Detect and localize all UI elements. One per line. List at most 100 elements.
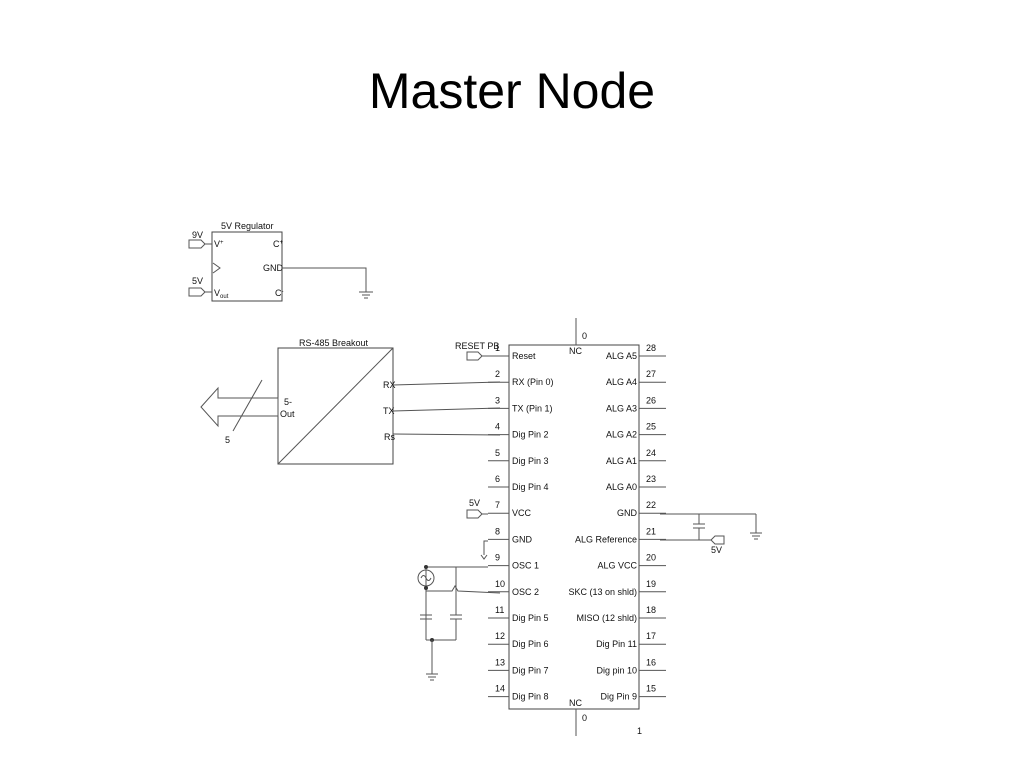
pin-name: ALG A0 xyxy=(606,482,637,492)
regulator-pin-vout: Vout xyxy=(214,288,229,300)
regulator-pin-gnd: GND xyxy=(263,263,284,273)
wire-rs xyxy=(392,433,501,436)
pin-name: SKC (13 on shld) xyxy=(568,587,637,597)
aref-supply-label: 5V xyxy=(711,545,722,555)
rs485-pin-rx: RX xyxy=(383,380,396,390)
pin-number: 4 xyxy=(495,422,500,432)
reset-pb-label: RESET PB xyxy=(455,341,499,351)
output-connector-icon xyxy=(188,287,206,297)
pin-name: Dig Pin 9 xyxy=(600,692,637,702)
rs485-pin-rs: Rs xyxy=(384,432,395,442)
mcu-top-nc: NC xyxy=(569,346,582,356)
pin-number: 24 xyxy=(646,448,656,458)
pin-name: OSC 2 xyxy=(512,587,539,597)
regulator-pin-cplus: C+ xyxy=(273,239,284,249)
pin-number: 28 xyxy=(646,343,656,353)
regulator-title: 5V Regulator xyxy=(221,221,274,231)
pin-name: GND xyxy=(512,534,533,544)
mcu-corner-number: 1 xyxy=(637,726,642,736)
pin-name: ALG A2 xyxy=(606,430,637,440)
pin-number: 12 xyxy=(495,631,505,641)
mcu-top-nc-number: 0 xyxy=(582,331,587,341)
pin-name: Dig Pin 4 xyxy=(512,482,549,492)
crystal-oscillator-circuit xyxy=(417,565,501,681)
pin-number: 9 xyxy=(495,553,500,563)
pin-number: 5 xyxy=(495,448,500,458)
pin-name: ALG A5 xyxy=(606,351,637,361)
pin-number: 2 xyxy=(495,369,500,379)
pin-name: Dig Pin 7 xyxy=(512,665,549,675)
pin-number: 21 xyxy=(646,526,656,536)
regulator-pin-cminus: C- xyxy=(275,288,284,298)
pin-number: 18 xyxy=(646,605,656,615)
regulator-clock-mark xyxy=(212,262,221,274)
rs485-out-label-1: 5- xyxy=(284,397,292,407)
ground-icon-right xyxy=(750,532,762,540)
input-connector-icon xyxy=(188,239,206,249)
reset-connector-icon xyxy=(466,351,483,361)
pin-name: OSC 1 xyxy=(512,561,539,571)
ground-icon xyxy=(359,291,373,299)
pin-number: 27 xyxy=(646,369,656,379)
pin-name: ALG A1 xyxy=(606,456,637,466)
ground-icon-osc xyxy=(426,673,438,681)
pin-number: 10 xyxy=(495,579,505,589)
pin-number: 3 xyxy=(495,395,500,405)
pin-name: Dig Pin 6 xyxy=(512,639,549,649)
pin-number: 13 xyxy=(495,657,505,667)
pin-number: 7 xyxy=(495,500,500,510)
mcu-body xyxy=(508,344,640,710)
pin-number: 11 xyxy=(495,605,504,615)
pin-name: TX (Pin 1) xyxy=(512,403,553,413)
gnd-arrow-icon xyxy=(480,554,488,560)
regulator-output-label: 5V xyxy=(192,276,203,286)
pin-name: Dig Pin 3 xyxy=(512,456,549,466)
pin-name: Dig Pin 2 xyxy=(512,430,549,440)
pin-name: MISO (12 shld) xyxy=(576,613,637,623)
pin-name: Dig Pin 5 xyxy=(512,613,549,623)
pin-name: ALG VCC xyxy=(597,561,637,571)
slide-title: Master Node xyxy=(368,63,656,119)
pin-number: 8 xyxy=(495,526,500,536)
voltage-regulator: 5V Regulator V+ C+ GND Vout C- 9V 5V xyxy=(188,221,373,302)
pin-name: ALG A4 xyxy=(606,377,637,387)
pin-name: VCC xyxy=(512,508,532,518)
pin-number: 25 xyxy=(646,422,656,432)
pin-number: 19 xyxy=(646,579,656,589)
rs485-pin-tx: TX xyxy=(383,406,395,416)
pin-name: GND xyxy=(617,508,638,518)
pin-number: 15 xyxy=(646,684,656,694)
pin-number: 6 xyxy=(495,474,500,484)
pin-number: 23 xyxy=(646,474,656,484)
wire-tx xyxy=(392,407,501,412)
pin-name: Dig pin 10 xyxy=(596,665,637,675)
pin-number: 22 xyxy=(646,500,656,510)
rs485-breakout: RS-485 Breakout RX TX Rs 5- Out 5 xyxy=(200,338,396,465)
pin-name: Dig Pin 8 xyxy=(512,692,549,702)
vcc-connector-icon xyxy=(466,509,483,519)
pin-number: 16 xyxy=(646,657,656,667)
bus-arrow-icon xyxy=(200,386,279,428)
